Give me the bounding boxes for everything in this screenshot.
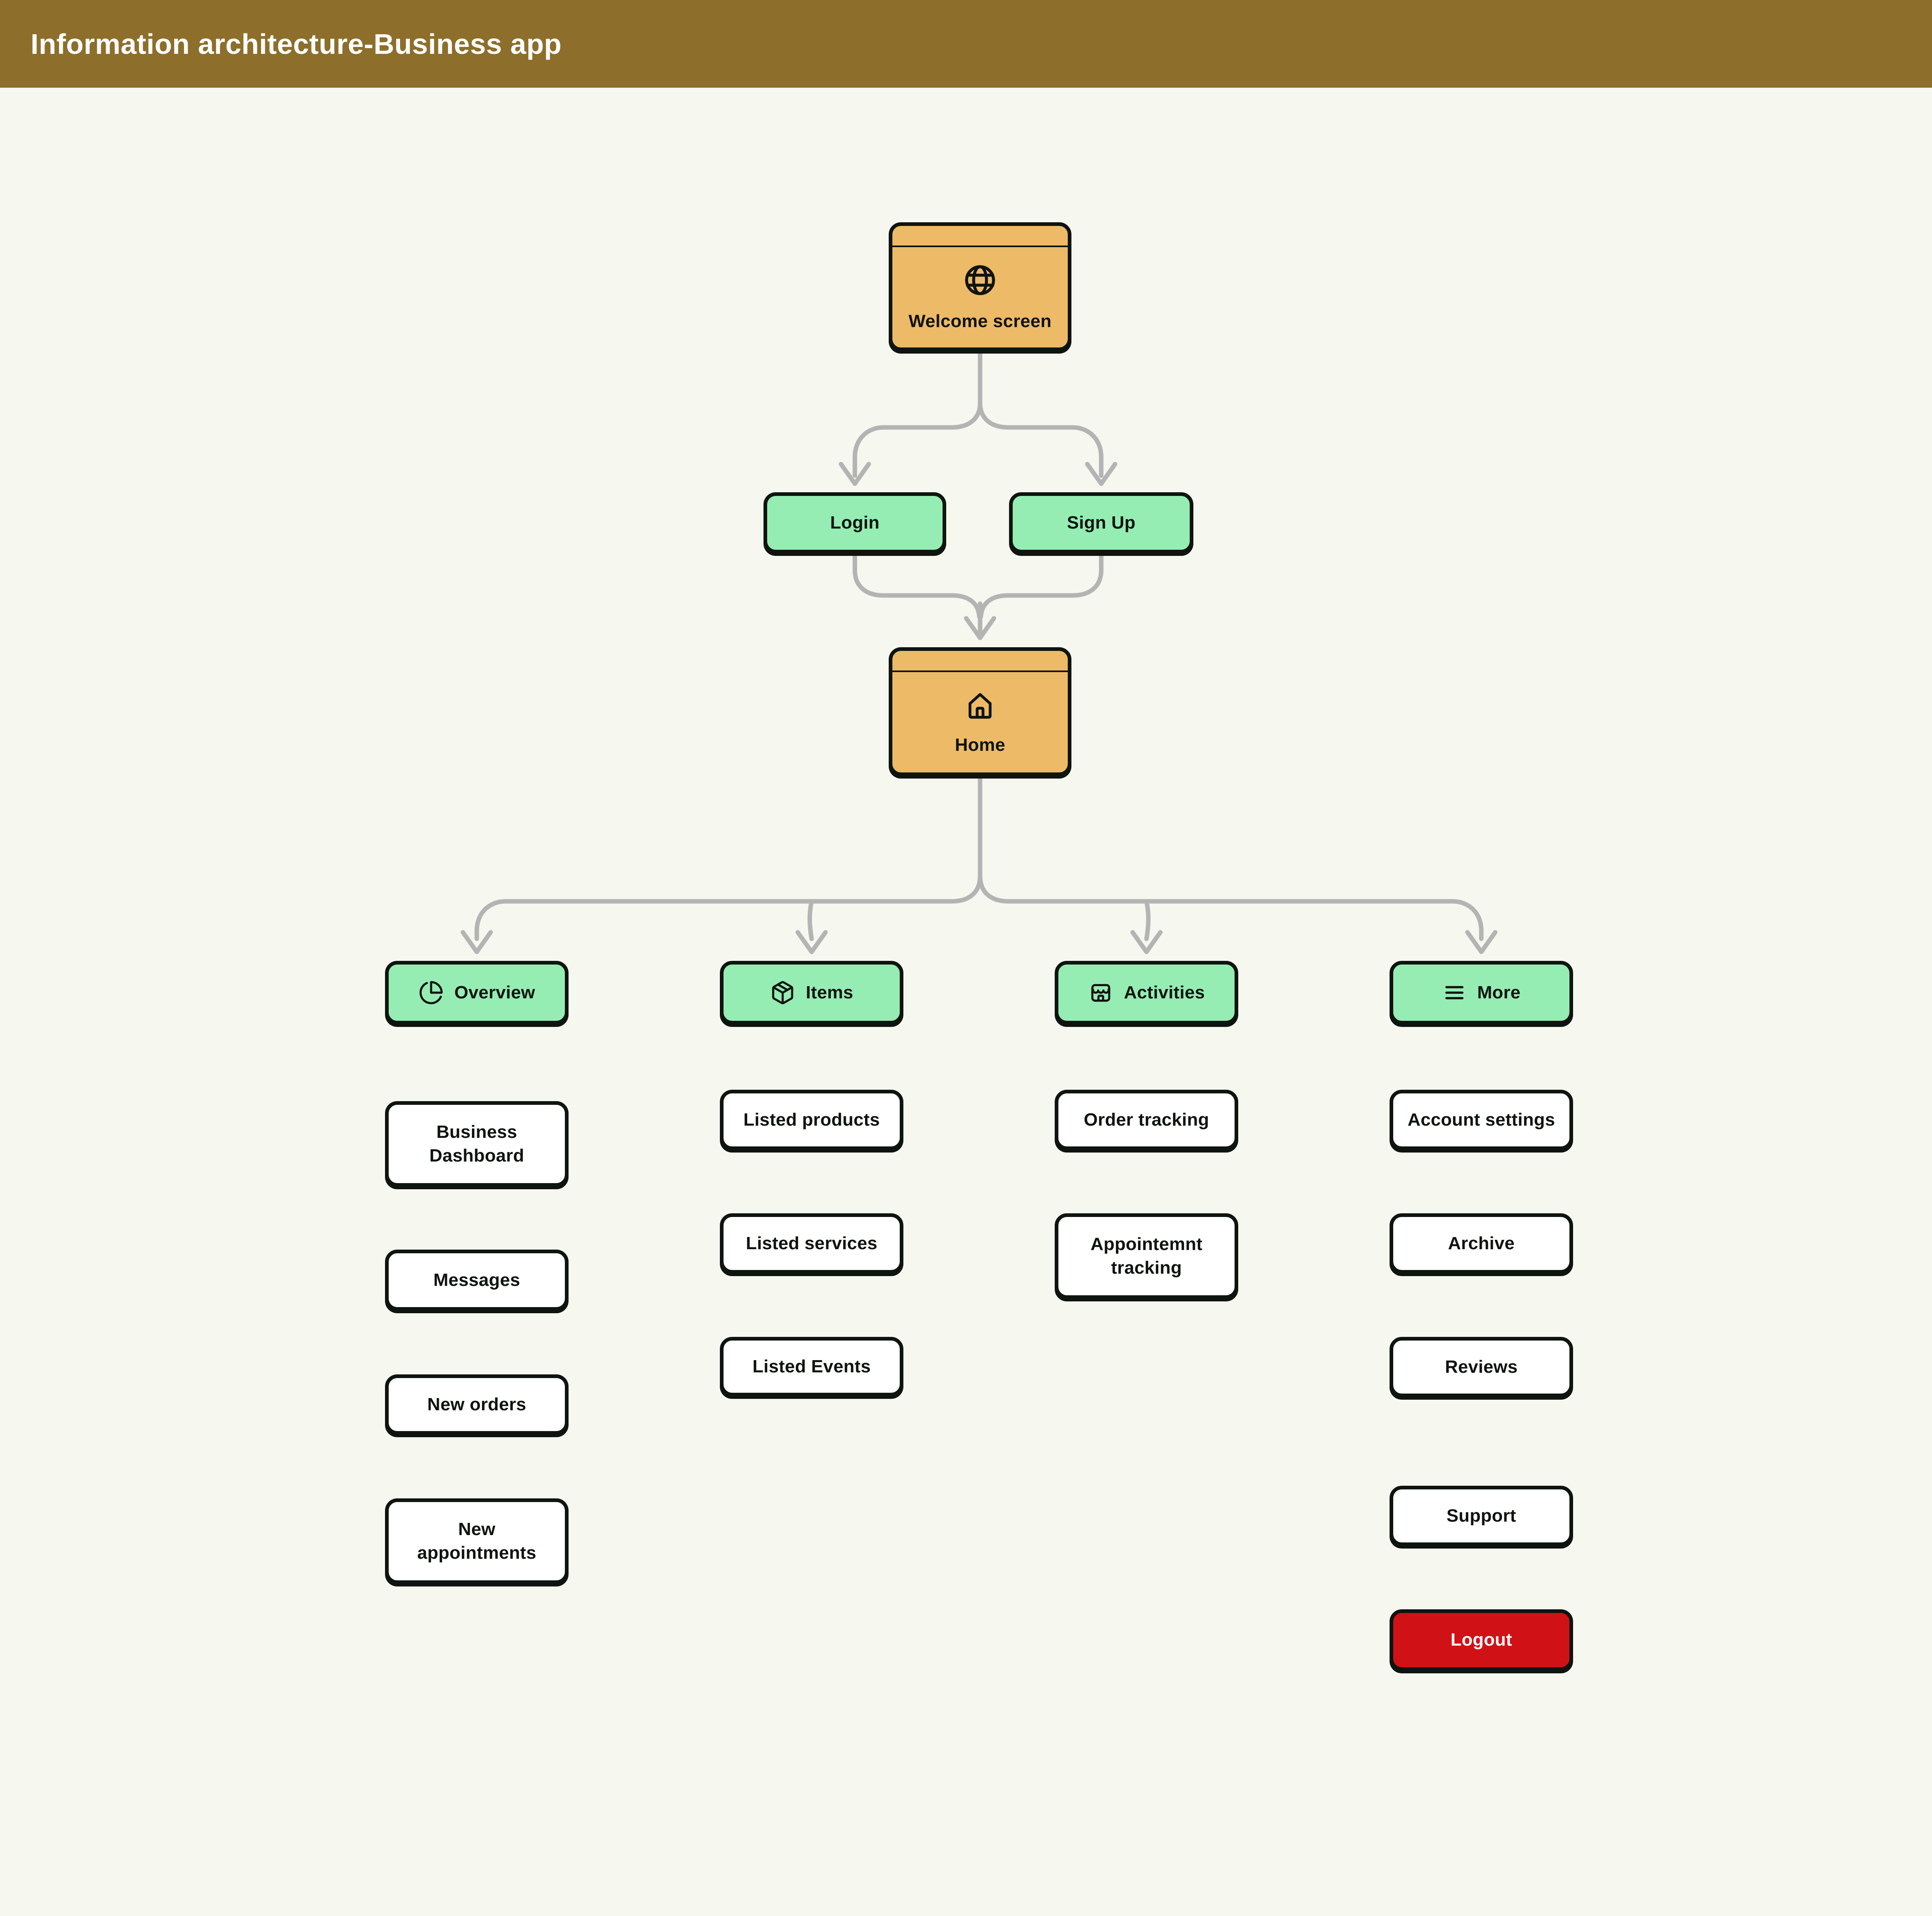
node-listed-events[interactable]: Listed Events [720, 1337, 903, 1396]
node-appointment-tracking[interactable]: Appointemnt tracking [1055, 1213, 1238, 1299]
arrowhead-to-activities [1130, 930, 1163, 954]
connector-welcome-split [839, 351, 1118, 486]
node-label: Logout [1450, 1630, 1512, 1650]
node-label: Welcome screen [908, 311, 1052, 331]
node-business-dashboard[interactable]: Business Dashboard [385, 1101, 569, 1187]
node-label: Archive [1448, 1233, 1515, 1253]
node-label: Messages [433, 1270, 520, 1290]
page-title: Information architecture-Business app [31, 28, 562, 60]
arrowhead-to-overview [460, 930, 493, 954]
node-label: Reviews [1445, 1356, 1518, 1377]
node-label: Listed services [746, 1233, 878, 1253]
node-label: Items [806, 982, 854, 1002]
node-home[interactable]: Home [889, 647, 1071, 776]
node-label: Overview [454, 982, 536, 1002]
node-label: New appointments [417, 1519, 537, 1563]
card-header-strip [892, 651, 1068, 672]
node-label: Listed Events [752, 1356, 871, 1376]
arrowhead-to-signup [1085, 462, 1118, 486]
node-sign-up[interactable]: Sign Up [1009, 492, 1193, 553]
arrowhead-to-more [1465, 930, 1498, 954]
node-login[interactable]: Login [764, 492, 946, 553]
card-body: Home [892, 672, 1068, 772]
node-label: More [1477, 982, 1521, 1002]
node-listed-services[interactable]: Listed services [720, 1213, 903, 1274]
package-icon [772, 981, 793, 1004]
node-label: Support [1446, 1505, 1516, 1526]
title-bar: Information architecture-Business app [0, 0, 1932, 88]
node-section-overview[interactable]: Overview [385, 961, 569, 1024]
node-listed-products[interactable]: Listed products [720, 1090, 903, 1150]
node-reviews[interactable]: Reviews [1390, 1337, 1573, 1397]
node-label: Business Dashboard [429, 1122, 524, 1166]
node-section-activities[interactable]: Activities [1055, 961, 1238, 1024]
node-label: Account settings [1408, 1109, 1555, 1130]
globe-icon [965, 265, 995, 295]
pie-chart-icon [419, 981, 443, 1004]
node-support[interactable]: Support [1390, 1486, 1573, 1546]
node-messages[interactable]: Messages [385, 1250, 569, 1311]
node-label: Login [830, 512, 880, 533]
arrowhead-to-items [795, 930, 828, 954]
card-body: Welcome screen [892, 247, 1068, 347]
arrowhead-to-home [964, 616, 996, 640]
node-section-items[interactable]: Items [720, 961, 903, 1024]
node-account-settings[interactable]: Account settings [1390, 1090, 1573, 1150]
node-label: Sign Up [1067, 512, 1136, 533]
arrowhead-to-login [839, 462, 871, 486]
node-label: New orders [427, 1394, 527, 1414]
menu-icon [1445, 986, 1464, 1000]
home-icon [968, 693, 992, 719]
node-label: Activities [1124, 982, 1205, 1002]
node-order-tracking[interactable]: Order tracking [1055, 1090, 1238, 1150]
connector-home-split [460, 776, 1498, 954]
node-new-appointments[interactable]: New appointments [385, 1498, 569, 1584]
node-label: Home [955, 735, 1005, 755]
node-label: Listed products [743, 1109, 880, 1130]
logout-button[interactable]: Logout [1390, 1609, 1573, 1671]
node-label: Appointemnt tracking [1090, 1234, 1203, 1278]
connector-auth-merge [852, 551, 1104, 640]
storefront-icon [1091, 984, 1110, 1002]
node-section-more[interactable]: More [1390, 961, 1573, 1024]
node-label: Order tracking [1084, 1109, 1209, 1130]
node-welcome-screen[interactable]: Welcome screen [889, 222, 1071, 351]
node-archive[interactable]: Archive [1390, 1213, 1573, 1274]
card-header-strip [892, 226, 1068, 247]
node-new-orders[interactable]: New orders [385, 1374, 569, 1435]
